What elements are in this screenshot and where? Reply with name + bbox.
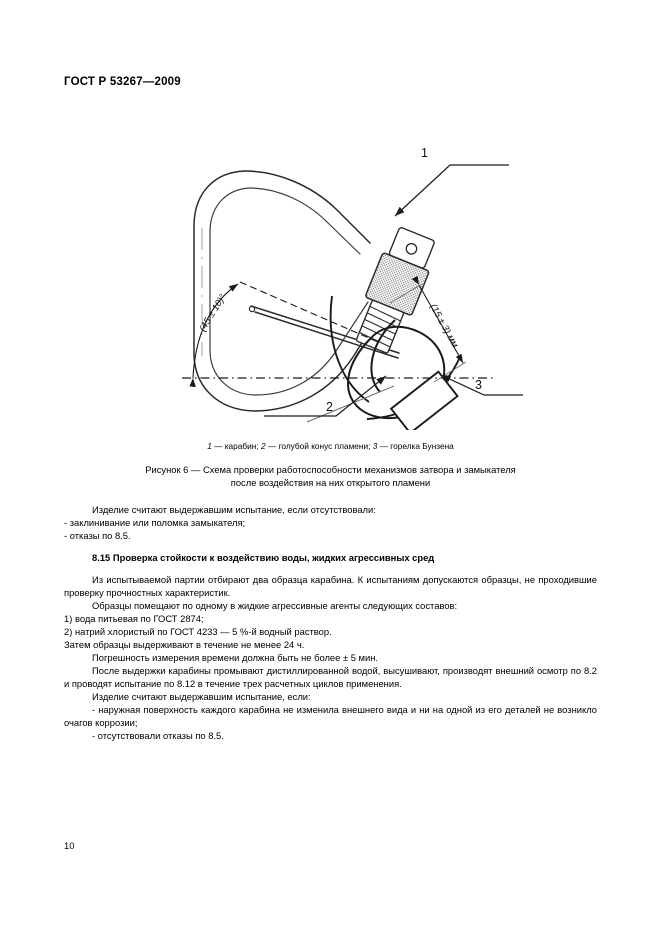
figure-caption: Рисунок 6 — Схема проверки работоспособн… <box>64 463 597 490</box>
distance-annotation-label: (15 ± 3) мм <box>427 302 460 350</box>
paragraph-agents-intro: Образцы помещают по одному в жидкие агре… <box>92 600 458 612</box>
figure-legend: 1 — карабин; 2 — голубой конус пламени; … <box>64 441 597 452</box>
distance-extension-lower <box>433 361 467 383</box>
list-item-sodium-chloride: 2) натрий хлористый по ГОСТ 4233 — 5 %-й… <box>64 626 332 638</box>
callout-3-leader <box>440 374 523 396</box>
legend-item-2: 2 — голубой конус пламени; <box>261 441 373 451</box>
paragraph-pass-criteria-intro-2: Изделие считают выдержавшим испытание, е… <box>92 691 311 703</box>
angle-reference-ray <box>239 281 379 343</box>
standard-header: ГОСТ Р 53267—2009 <box>64 76 181 88</box>
list-item-drinking-water: 1) вода питьевая по ГОСТ 2874; <box>64 613 204 625</box>
paragraph-soak-duration: Затем образцы выдерживают в течение не м… <box>64 639 305 651</box>
legend-item-3: 3 — горелка Бунзена <box>373 441 454 451</box>
carabiner-body-inner-edge <box>209 187 369 396</box>
list-item-failures-8-5: - отказы по 8.5. <box>64 530 131 542</box>
callout-1-leader <box>394 164 509 217</box>
list-item-no-failures-8-5: - отсутствовали отказы по 8.5. <box>92 730 224 742</box>
body-content: Изделие считают выдержавшим испытание, е… <box>64 503 597 742</box>
callout-3-group: 3 <box>440 374 523 396</box>
figure-caption-line-2: после воздействия на них открытого пламе… <box>230 477 431 489</box>
paragraph-post-soak-procedure: После выдержки карабины промывают дистил… <box>64 665 597 690</box>
paragraph-time-accuracy: Погрешность измерения времени должна быт… <box>92 652 379 664</box>
legend-text-3: горелка Бунзена <box>390 441 454 451</box>
legend-item-1: 1 — карабин; <box>207 441 261 451</box>
callout-1-label: 1 <box>421 146 428 160</box>
legend-number-2: 2 <box>261 441 266 451</box>
angle-arc-arrow <box>189 283 239 387</box>
callout-2-group: 2 <box>264 375 387 417</box>
carabiner-body <box>193 170 386 412</box>
callout-1-group: 1 <box>394 146 509 217</box>
legend-dash-2: — <box>267 441 277 451</box>
legend-text-1: карабин; <box>224 441 259 451</box>
legend-number-1: 1 <box>207 441 212 451</box>
figure-6-drawing: (45 ± 10)° (15 ± 3) мм 1 2 3 <box>64 110 597 430</box>
legend-text-2: голубой конус пламени; <box>278 441 371 451</box>
page-number: 10 <box>64 840 75 851</box>
callout-2-label: 2 <box>326 400 333 414</box>
callout-3-label: 3 <box>475 378 482 392</box>
figure-caption-line-1: Рисунок 6 — Схема проверки работоспособн… <box>145 464 516 475</box>
carabiner-flame-test-diagram: (45 ± 10)° (15 ± 3) мм 1 2 3 <box>182 146 523 430</box>
legend-dash-1: — <box>214 441 223 451</box>
paragraph-sample-selection: Из испытываемой партии отбирают два обра… <box>64 574 597 599</box>
gate-hinge-point <box>248 305 256 313</box>
section-heading-8-15: 8.15 Проверка стойкости к воздействию во… <box>92 552 435 564</box>
distance-extension-upper <box>389 283 423 304</box>
legend-dash-3: — <box>379 441 388 451</box>
sleeve-release-detail <box>405 242 418 255</box>
paragraph-pass-criteria-intro: Изделие считают выдержавшим испытание, е… <box>92 504 376 515</box>
bunsen-burner <box>389 370 459 430</box>
legend-number-3: 3 <box>372 441 378 451</box>
list-item-jamming: - заклинивание или поломка замыкателя; <box>64 517 246 529</box>
callout-2-leader <box>264 375 387 417</box>
distance-dimension-arrow <box>411 275 464 364</box>
list-item-surface-corrosion: - наружная поверхность каждого карабина … <box>64 704 597 729</box>
